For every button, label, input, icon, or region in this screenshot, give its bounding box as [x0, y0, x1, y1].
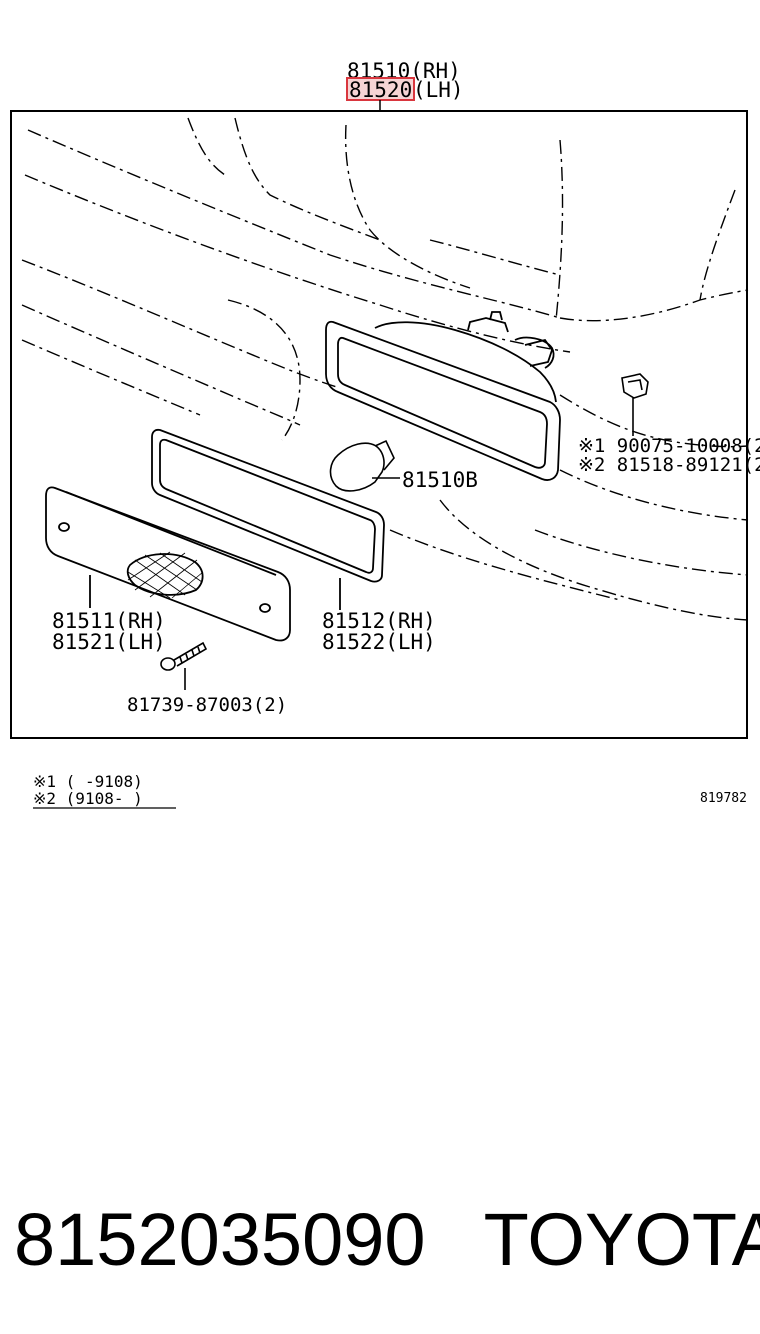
bulb-part[interactable] — [329, 439, 400, 492]
part-number: 8152035090 — [14, 1198, 426, 1281]
body-outline — [21, 117, 749, 621]
screw-part[interactable] — [160, 641, 208, 690]
label-screw[interactable]: 81739-87003(2) — [127, 694, 287, 716]
label-lens-rh[interactable]: 81511(RH) — [52, 609, 166, 633]
parts-diagram: 81510(RH) 81520 (LH) — [10, 59, 760, 809]
clip-part[interactable] — [621, 373, 649, 436]
gasket-part[interactable] — [151, 428, 385, 610]
label-assembly-lh-number[interactable]: 81520 — [349, 78, 412, 102]
label-assembly-lh-side: (LH) — [413, 78, 464, 102]
note-1: ※1 ( -9108) — [33, 772, 143, 791]
lamp-housing[interactable] — [325, 311, 561, 481]
label-clip-2[interactable]: ※2 81518-89121(2 — [578, 454, 760, 476]
lens-part[interactable] — [45, 486, 291, 642]
lens-grille — [127, 551, 204, 599]
note-2: ※2 (9108- ) — [33, 789, 143, 808]
label-clip-1[interactable]: ※1 90075-10008(2 — [578, 435, 760, 457]
part-number-banner: 8152035090 TOYOTA — [14, 1185, 760, 1295]
reference-code: 819782 — [700, 791, 747, 806]
label-lens-lh[interactable]: 81521(LH) — [52, 630, 166, 654]
label-bulb[interactable]: 81510B — [402, 468, 478, 492]
label-gasket-lh[interactable]: 81522(LH) — [322, 630, 436, 654]
label-gasket-rh[interactable]: 81512(RH) — [322, 609, 436, 633]
diagram-frame — [10, 110, 748, 739]
brand-name: TOYOTA — [483, 1198, 760, 1281]
